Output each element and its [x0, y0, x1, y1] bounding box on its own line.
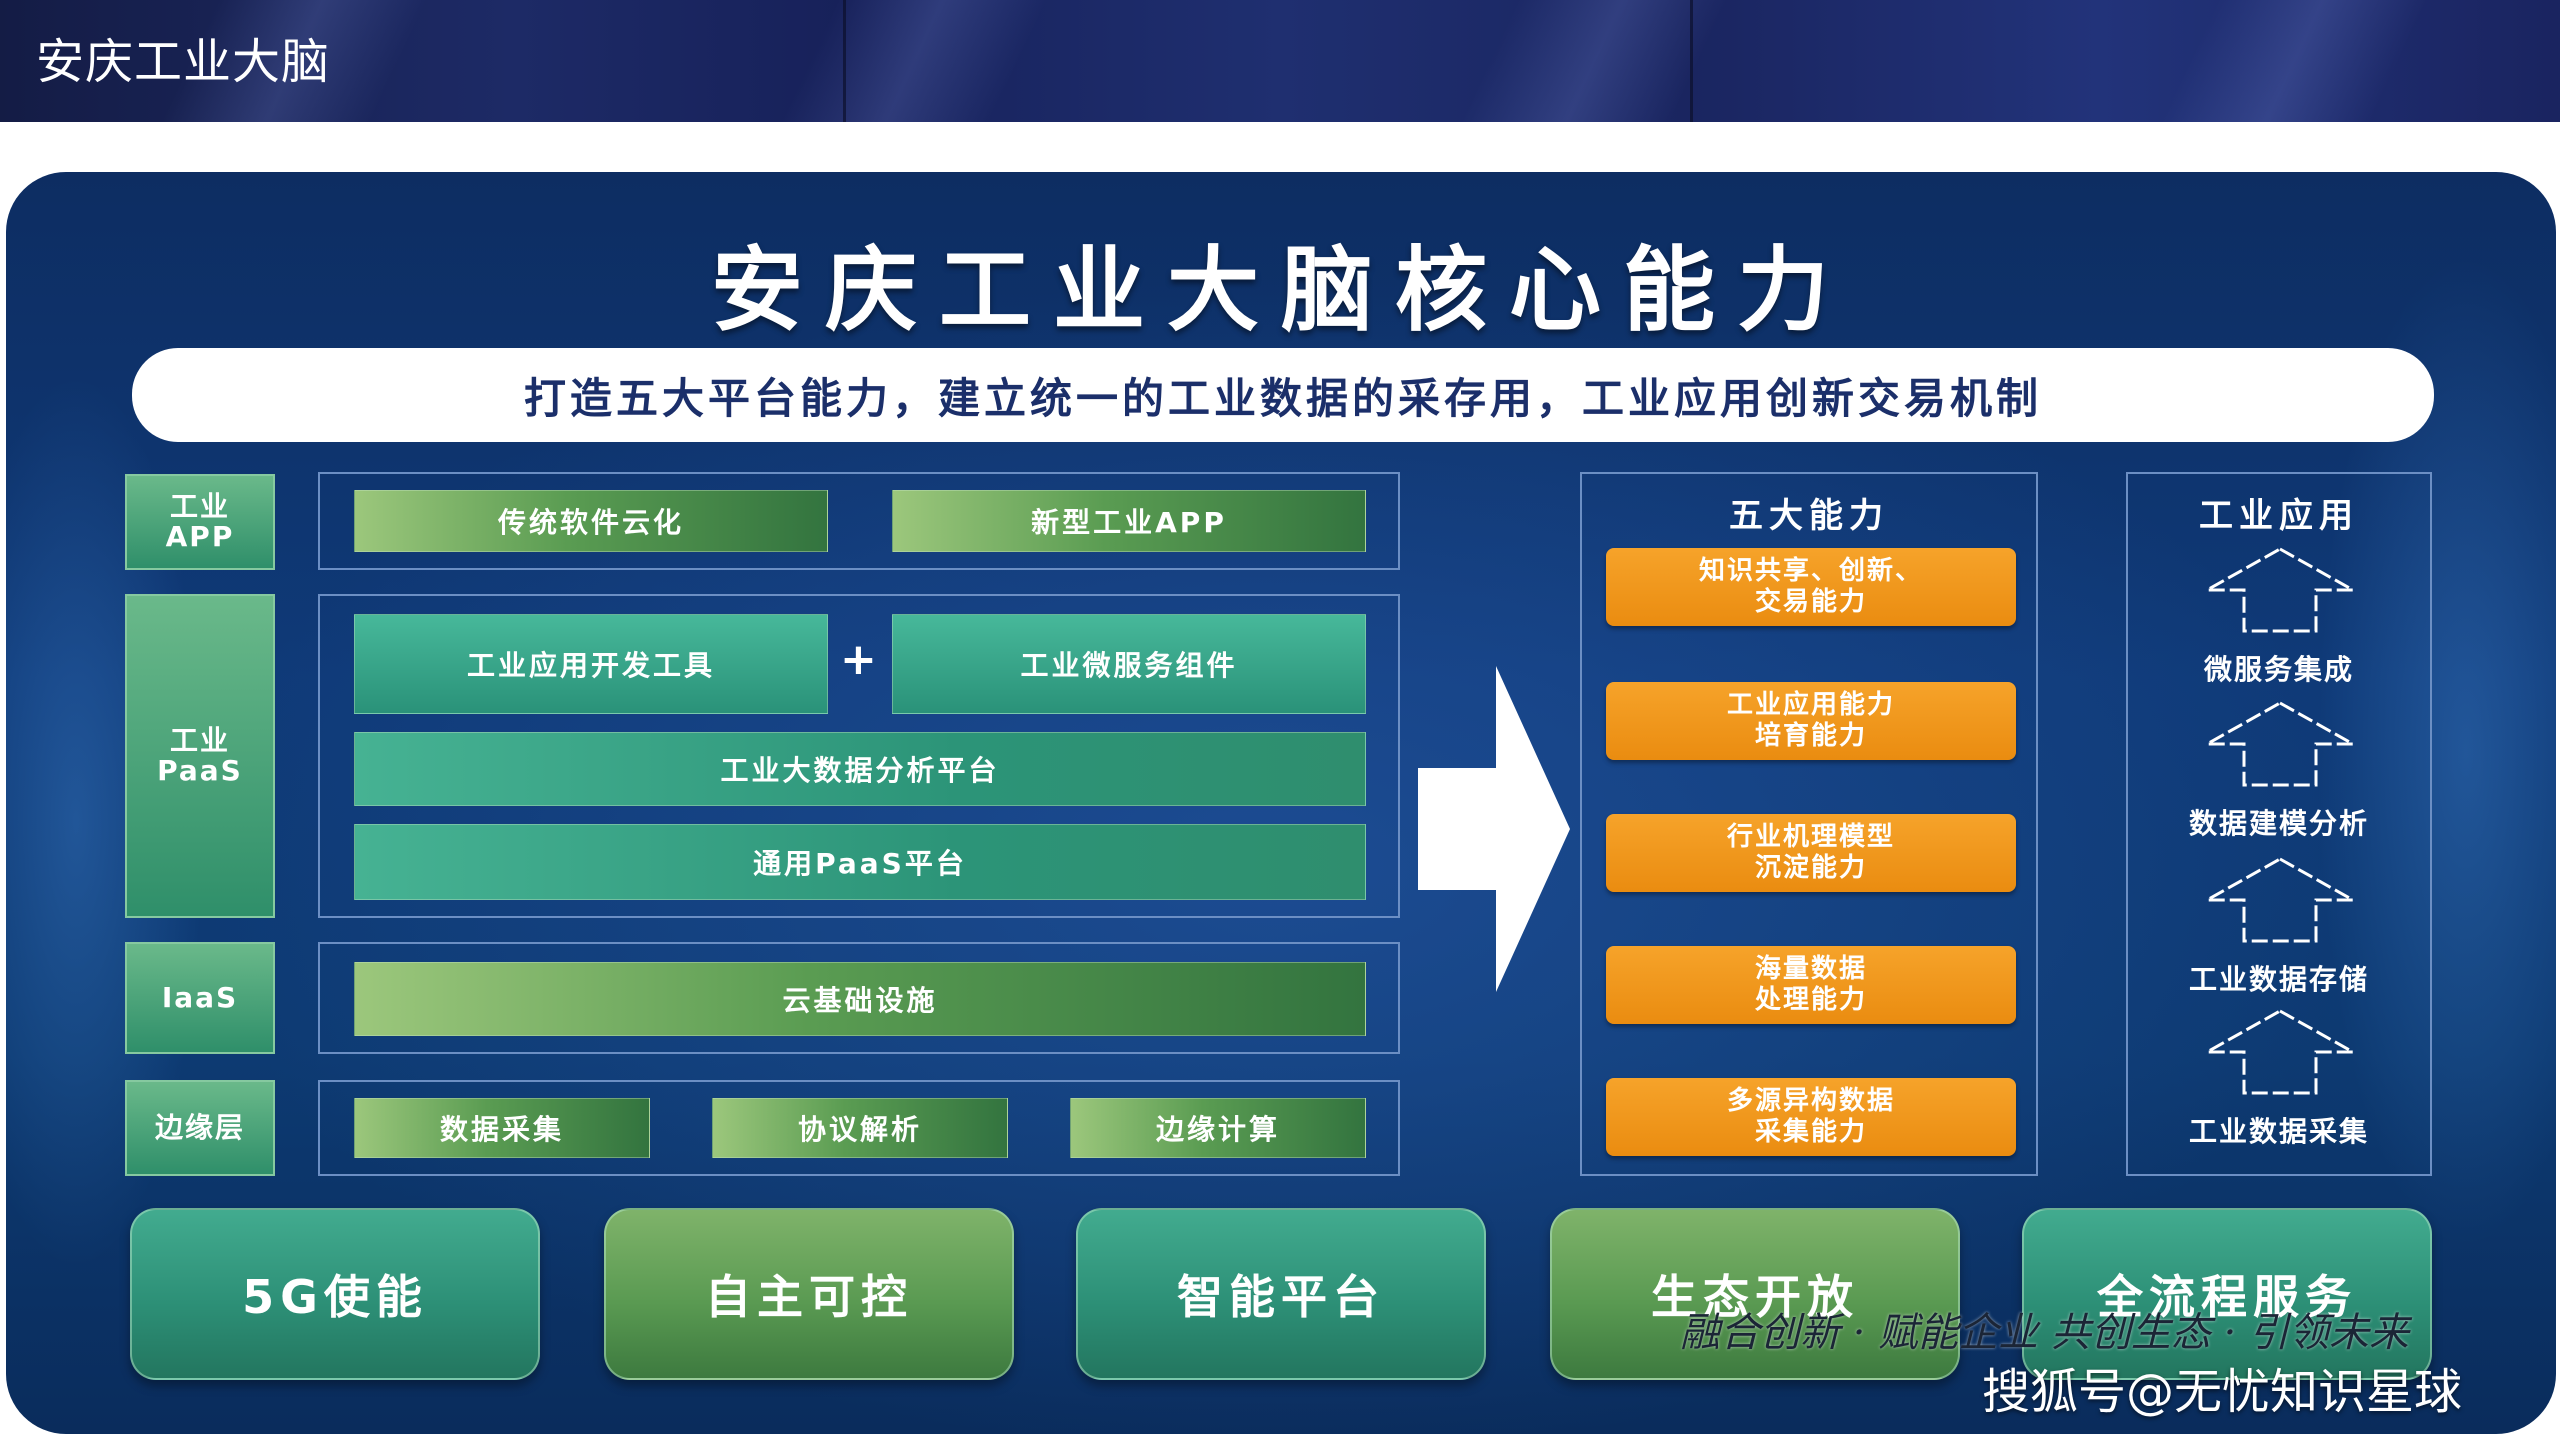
- capability-line: 采集能力: [1754, 1117, 1867, 1147]
- application-item: 数据建模分析: [2188, 807, 2369, 840]
- capabilities-title: 五大能力: [1729, 496, 1889, 536]
- capability-line: 知识共享、创新、: [1698, 556, 1923, 586]
- up-arrow-icon: [2204, 857, 2356, 943]
- application-item: 工业数据采集: [2188, 1115, 2369, 1148]
- capability-item: 多源异构数据 采集能力: [1606, 1078, 2016, 1156]
- layer-frame-paas: [318, 594, 1400, 918]
- layer-frame-iaas: [318, 942, 1400, 1054]
- up-arrow-icon: [2204, 701, 2356, 787]
- app-item-new-industrial-app: 新型工业APP: [892, 490, 1366, 552]
- capability-line: 处理能力: [1754, 985, 1867, 1015]
- page-title: 安庆工业大脑: [36, 34, 331, 90]
- header-decoration: [700, 0, 1120, 122]
- header-decoration: [80, 0, 500, 122]
- edge-item-edge-computing: 边缘计算: [1070, 1098, 1366, 1158]
- app-item-cloud-software: 传统软件云化: [354, 490, 828, 552]
- capability-item: 工业应用能力 培育能力: [1606, 682, 2016, 760]
- flow-arrow-icon: [1418, 666, 1570, 992]
- capability-line: 工业应用能力: [1726, 690, 1895, 720]
- applications-frame: [2126, 472, 2432, 1176]
- header-bar: 安庆工业大脑: [0, 0, 2560, 122]
- paas-item-general-paas: 通用PaaS平台: [354, 824, 1366, 900]
- layer-label-line: 工业: [169, 490, 230, 523]
- up-arrow-icon: [2204, 547, 2356, 633]
- paas-item-dev-tools: 工业应用开发工具: [354, 614, 828, 714]
- layer-label-line: APP: [165, 520, 235, 553]
- header-decoration: [1380, 0, 1800, 122]
- watermark-text: 搜狐号@无忧知识星球: [1982, 1364, 2463, 1420]
- subtitle-banner: 打造五大平台能力，建立统一的工业数据的采存用，工业应用创新交易机制: [132, 348, 2434, 442]
- plus-icon: +: [840, 634, 877, 685]
- pillar-open-ecosystem: 生态开放: [1550, 1208, 1960, 1380]
- header-divider: [843, 0, 846, 122]
- up-arrow-icon: [2204, 1009, 2356, 1095]
- capability-item: 知识共享、创新、 交易能力: [1606, 548, 2016, 626]
- capability-line: 行业机理模型: [1726, 822, 1895, 852]
- diagram-title: 安庆工业大脑核心能力: [710, 237, 1851, 344]
- capability-line: 海量数据: [1754, 954, 1867, 984]
- capability-line: 沉淀能力: [1754, 853, 1867, 883]
- pillar-self-control: 自主可控: [604, 1208, 1014, 1380]
- paas-item-bigdata-platform: 工业大数据分析平台: [354, 732, 1366, 806]
- layer-frame-app: [318, 472, 1400, 570]
- application-item: 微服务集成: [2203, 653, 2354, 686]
- pillar-5g: 5G使能: [130, 1208, 540, 1380]
- capability-line: 交易能力: [1754, 587, 1867, 617]
- slogan-text: 融合创新 · 赋能企业 共创生态 · 引领未来: [1680, 1310, 2410, 1356]
- header-divider: [1690, 0, 1693, 122]
- header-decoration: [2080, 0, 2500, 122]
- edge-item-data-collection: 数据采集: [354, 1098, 650, 1158]
- capability-line: 培育能力: [1754, 721, 1867, 751]
- applications-title: 工业应用: [2199, 496, 2359, 536]
- pillar-smart-platform: 智能平台: [1076, 1208, 1486, 1380]
- layer-label-app: 工业 APP: [125, 474, 275, 570]
- capabilities-frame: [1580, 472, 2038, 1176]
- layer-label-line: PaaS: [157, 754, 243, 787]
- layer-label-iaas: IaaS: [125, 942, 275, 1054]
- layer-label-edge: 边缘层: [125, 1080, 275, 1176]
- capability-line: 多源异构数据: [1726, 1086, 1895, 1116]
- pillar-full-service: 全流程服务: [2022, 1208, 2432, 1380]
- application-item: 工业数据存储: [2188, 963, 2369, 996]
- capability-item: 行业机理模型 沉淀能力: [1606, 814, 2016, 892]
- diagram-subtitle: 打造五大平台能力，建立统一的工业数据的采存用，工业应用创新交易机制: [523, 373, 2042, 423]
- capability-item: 海量数据 处理能力: [1606, 946, 2016, 1024]
- edge-item-protocol-parsing: 协议解析: [712, 1098, 1008, 1158]
- layer-frame-edge: [318, 1080, 1400, 1176]
- layer-label-paas: 工业 PaaS: [125, 594, 275, 918]
- layer-label-line: 工业: [169, 724, 230, 757]
- iaas-item-cloud-infra: 云基础设施: [354, 962, 1366, 1036]
- paas-item-microservice: 工业微服务组件: [892, 614, 1366, 714]
